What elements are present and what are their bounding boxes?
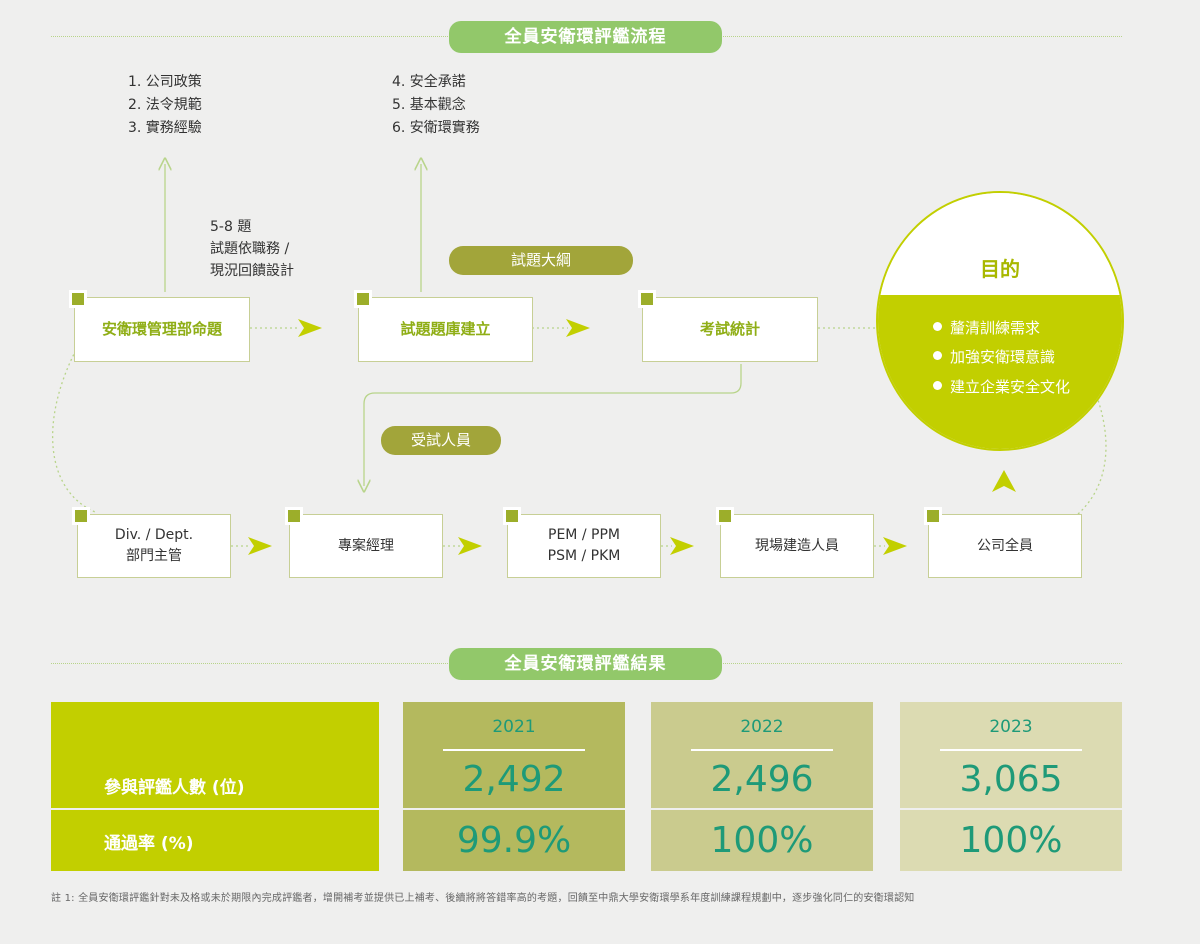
- box-dept-head: Div. / Dept.部門主管: [77, 514, 231, 578]
- year-label: 2023: [989, 717, 1033, 737]
- list-item: 3. 實務經驗: [128, 120, 202, 136]
- arrow-right-icon: [298, 319, 322, 337]
- participants-value: 3,065: [959, 759, 1063, 800]
- goal-title: 目的: [980, 257, 1020, 281]
- corner-marker: [924, 507, 942, 525]
- goal-item: 釐清訓練需求: [933, 317, 1040, 338]
- year-label: 2022: [740, 717, 784, 737]
- arrow-right-icon: [248, 537, 272, 555]
- participants-value: 2,492: [462, 759, 566, 800]
- topics-list-left: 1. 公司政策 2. 法令規範 3. 實務經驗: [128, 71, 202, 140]
- year-label: 2021: [492, 717, 536, 737]
- examinees-pill: 受試人員: [381, 426, 501, 455]
- corner-marker: [354, 290, 372, 308]
- list-item: 6. 安衛環實務: [392, 120, 480, 136]
- topics-list-right: 4. 安全承諾 5. 基本觀念 6. 安衛環實務: [392, 71, 480, 140]
- box-project-manager: 專案經理: [289, 514, 443, 578]
- goal-circle: 目的 釐清訓練需求 加強安衛環意識 建立企業安全文化: [876, 191, 1124, 451]
- list-item: 4. 安全承諾: [392, 74, 466, 90]
- corner-marker: [285, 507, 303, 525]
- list-item: 1. 公司政策: [128, 74, 202, 90]
- goal-item: 建立企業安全文化: [933, 376, 1070, 397]
- box-question-setting: 安衛環管理部命題: [74, 297, 250, 362]
- participants-value: 2,496: [710, 759, 814, 800]
- corner-marker: [503, 507, 521, 525]
- box-site-staff: 現場建造人員: [720, 514, 874, 578]
- arrow-right-icon: [566, 319, 590, 337]
- row-label-pass-rate: 通過率 (%): [51, 810, 379, 871]
- flow-title: 全員安衛環評鑑流程: [449, 21, 722, 53]
- pass-rate-value: 100%: [959, 820, 1063, 861]
- corner-marker: [69, 290, 87, 308]
- list-item: 2. 法令規範: [128, 97, 202, 113]
- list-item: 5. 基本觀念: [392, 97, 466, 113]
- arrow-right-icon: [670, 537, 694, 555]
- arrow-up-icon: [992, 470, 1016, 492]
- pass-rate-value: 99.9%: [456, 820, 572, 861]
- goal-item: 加強安衛環意識: [933, 346, 1055, 367]
- result-title: 全員安衛環評鑑結果: [449, 648, 722, 680]
- outline-pill: 試題大綱: [449, 246, 633, 275]
- footnote: 註 1: 全員安衛環評鑑針對未及格或未於期限內完成評鑑者，增開補考並提供已上補考…: [51, 893, 915, 904]
- arrow-right-icon: [458, 537, 482, 555]
- box-question-bank: 試題題庫建立: [358, 297, 533, 362]
- pass-rate-value: 100%: [710, 820, 814, 861]
- question-note: 5-8 題 試題依職務 / 現況回饋設計: [210, 219, 294, 279]
- arrow-right-icon: [883, 537, 907, 555]
- row-label-participants: 參與評鑑人數 (位): [51, 702, 379, 808]
- corner-marker: [72, 507, 90, 525]
- box-all-staff: 公司全員: [928, 514, 1082, 578]
- box-exam-statistics: 考試統計: [642, 297, 818, 362]
- corner-marker: [638, 290, 656, 308]
- corner-marker: [716, 507, 734, 525]
